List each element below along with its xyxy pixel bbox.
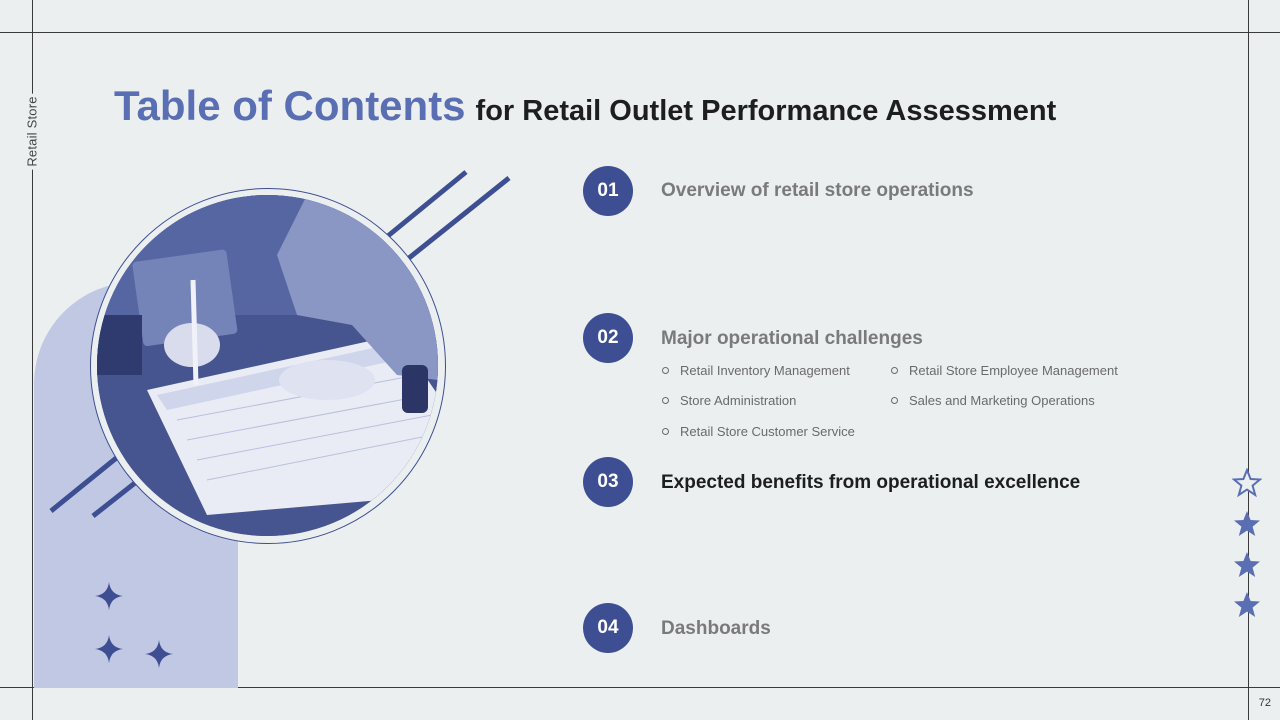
bullet-item: Store Administration [662,393,796,408]
page-number: 72 [1258,697,1271,709]
item-heading-03[interactable]: Expected benefits from operational excel… [661,472,1081,493]
bullet-circle-icon [662,428,669,435]
item-number-04: 04 [583,603,633,653]
item-number-03: 03 [583,457,633,507]
title-main: Table of Contents [114,82,466,129]
bullet-circle-icon [662,397,669,404]
star-outline-icon [1232,468,1262,498]
side-label: Retail Store [20,85,44,177]
item-heading-04[interactable]: Dashboards [661,618,771,639]
bullet-circle-icon [891,367,898,374]
item-number-02: 02 [583,313,633,363]
four-point-sparkle-icon [95,582,123,610]
bullet-circle-icon [891,397,898,404]
frame-left-line [32,0,33,720]
four-point-sparkle-icon [95,635,123,663]
star-icon [1234,592,1260,617]
item-heading-01[interactable]: Overview of retail store operations [661,180,974,201]
bullet-item: Retail Store Customer Service [662,424,855,439]
writing-notebook-photo [97,195,438,536]
star-icon [1234,552,1260,577]
frame-right-line [1248,0,1249,720]
title-sub: for Retail Outlet Performance Assessment [475,95,1057,127]
star-icon [1234,511,1260,536]
bullet-circle-icon [662,367,669,374]
photo-frame [90,188,446,544]
bullet-item: Retail Inventory Management [662,363,850,378]
four-point-sparkle-icon [145,640,173,668]
frame-bottom-line [0,687,1280,688]
item-heading-02[interactable]: Major operational challenges [661,328,923,349]
bullet-item: Retail Store Employee Management [891,363,1118,378]
item-number-01: 01 [583,166,633,216]
page-title: Table of Contents for Retail Outlet Perfo… [114,82,1056,130]
frame-top-line [0,32,1280,33]
bullet-item: Sales and Marketing Operations [891,393,1095,408]
